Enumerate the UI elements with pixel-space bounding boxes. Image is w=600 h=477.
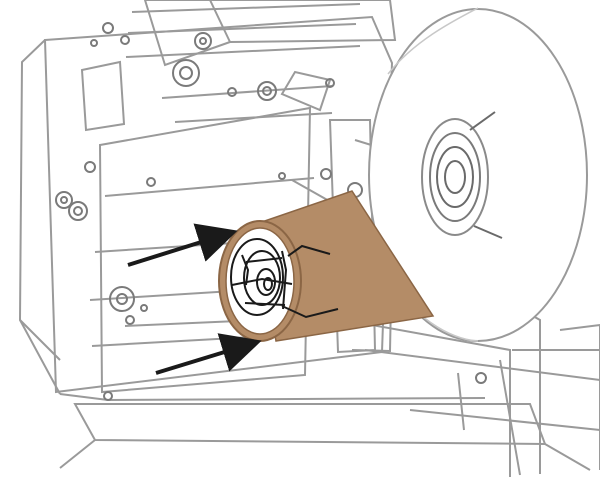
ribbon-core — [218, 190, 435, 342]
ribbon-roll — [368, 7, 588, 342]
spindle-hub — [230, 238, 339, 319]
instruction-arrows — [127, 223, 262, 375]
